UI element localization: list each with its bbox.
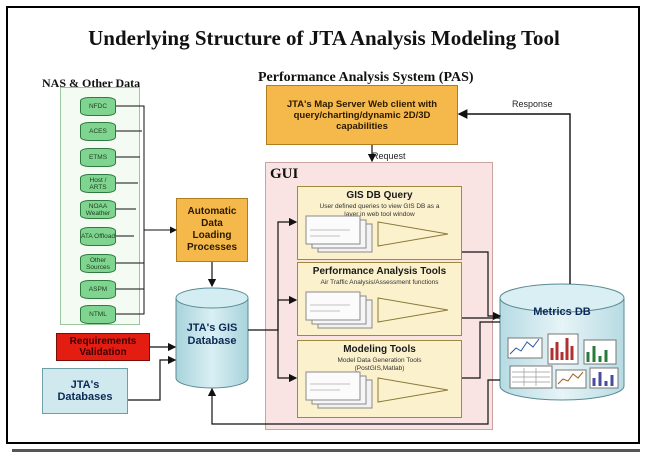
source-aspm: ASPM xyxy=(80,280,116,299)
source-connectors xyxy=(116,105,177,315)
gis-db-query-title: GIS DB Query xyxy=(346,190,413,201)
gis-database-cylinder xyxy=(175,287,249,389)
bottom-rule xyxy=(12,449,640,452)
response-label: Response xyxy=(512,99,553,109)
automatic-data-loading: Automatic Data Loading Processes xyxy=(176,198,248,262)
metrics-charts xyxy=(507,333,619,389)
gis-db-query-subtitle: User defined queries to view GIS DB as a… xyxy=(319,203,440,218)
source-other-sources: Other Sources xyxy=(80,254,116,273)
map-server-web-client: JTA's Map Server Web client with query/c… xyxy=(266,85,458,145)
source-ata-offload: ATA Offload xyxy=(80,227,116,246)
jta-databases: JTA's Databases xyxy=(42,368,128,414)
performance-analysis-subtitle: Air Traffic Analysis/Assessment function… xyxy=(320,279,439,286)
gis-query-thumbnails xyxy=(305,215,449,253)
metrics-db-label: Metrics DB xyxy=(533,306,591,318)
diagram-title: Underlying Structure of JTA Analysis Mod… xyxy=(88,26,560,50)
source-etms: ETMS xyxy=(80,148,116,167)
source-noaa-weather: NOAA Weather xyxy=(80,200,116,219)
nas-title: NAS & Other Data xyxy=(42,76,141,90)
modeling-tools-title: Modeling Tools xyxy=(343,344,416,355)
modeling-tools-subtitle: Model Data Generation Tools (PostGIS,Mat… xyxy=(337,357,422,372)
source-host-arts: Host / ARTS xyxy=(80,174,116,193)
request-label: Request xyxy=(372,151,406,161)
performance-analysis-title: Performance Analysis Tools xyxy=(312,266,447,277)
source-aces: ACES xyxy=(80,122,116,141)
requirements-validation: Requirements Validation xyxy=(56,333,150,361)
pas-title: Performance Analysis System (PAS) xyxy=(258,70,474,85)
modeling-thumbnails xyxy=(305,371,449,409)
analysis-thumbnails xyxy=(305,291,449,329)
gis-database-label: JTA's GIS Database xyxy=(186,322,238,347)
source-ntml: NTML xyxy=(80,305,116,324)
gui-label: GUI xyxy=(270,166,299,182)
source-nfdc: NFDC xyxy=(80,97,116,116)
